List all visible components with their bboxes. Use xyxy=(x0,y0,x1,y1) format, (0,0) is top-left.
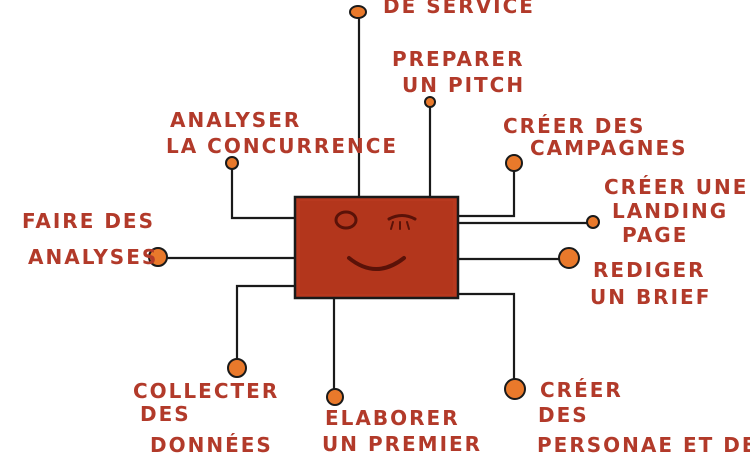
node-campagnes[interactable] xyxy=(505,154,523,172)
label-personae: CRÉER DES PERSONAE ET DES xyxy=(537,378,750,457)
label-campagnes: CRÉER DES CAMPAGNES xyxy=(503,114,688,160)
label-analyses: FAIRE DES ANALYSES xyxy=(22,209,164,269)
wire-personae xyxy=(456,292,516,390)
label-concurrence: ANALYSER LA CONCURRENCE xyxy=(166,108,398,158)
node-brief[interactable] xyxy=(558,247,580,269)
node-analyses[interactable] xyxy=(148,247,168,267)
chip-body xyxy=(293,195,460,300)
wire-campagnes xyxy=(456,161,516,218)
node-premier[interactable] xyxy=(326,388,344,406)
label-brief: REDIGER UN BRIEF xyxy=(590,258,715,309)
node-donnees[interactable] xyxy=(227,358,247,378)
node-service[interactable] xyxy=(349,5,367,19)
chip-shading xyxy=(300,201,453,294)
label-donnees: COLLECTER DES DONNÉES xyxy=(133,379,288,457)
node-concurrence[interactable] xyxy=(225,156,239,170)
label-landing: CRÉER UNE LANDING PAGE xyxy=(604,175,750,247)
terminal-nodes xyxy=(148,5,600,406)
node-personae[interactable] xyxy=(504,378,526,400)
labels: DE SERVICE PREPARER UN PITCH ANALYSER LA… xyxy=(22,0,750,457)
chip-left-eye xyxy=(334,210,358,230)
connector-lines xyxy=(158,10,594,398)
node-pitch[interactable] xyxy=(424,96,436,108)
label-pitch: PREPARER UN PITCH xyxy=(392,47,533,97)
wire-donnees xyxy=(235,284,298,370)
chip-eyelashes xyxy=(390,221,410,230)
label-premier: ELABORER UN PREMIER xyxy=(322,406,482,456)
node-landing[interactable] xyxy=(586,215,600,229)
chip-smile xyxy=(347,256,406,271)
label-service: DE SERVICE xyxy=(383,0,535,18)
wire-concurrence xyxy=(230,161,298,220)
chip-right-eye-wink xyxy=(387,214,417,221)
chip xyxy=(293,195,460,300)
